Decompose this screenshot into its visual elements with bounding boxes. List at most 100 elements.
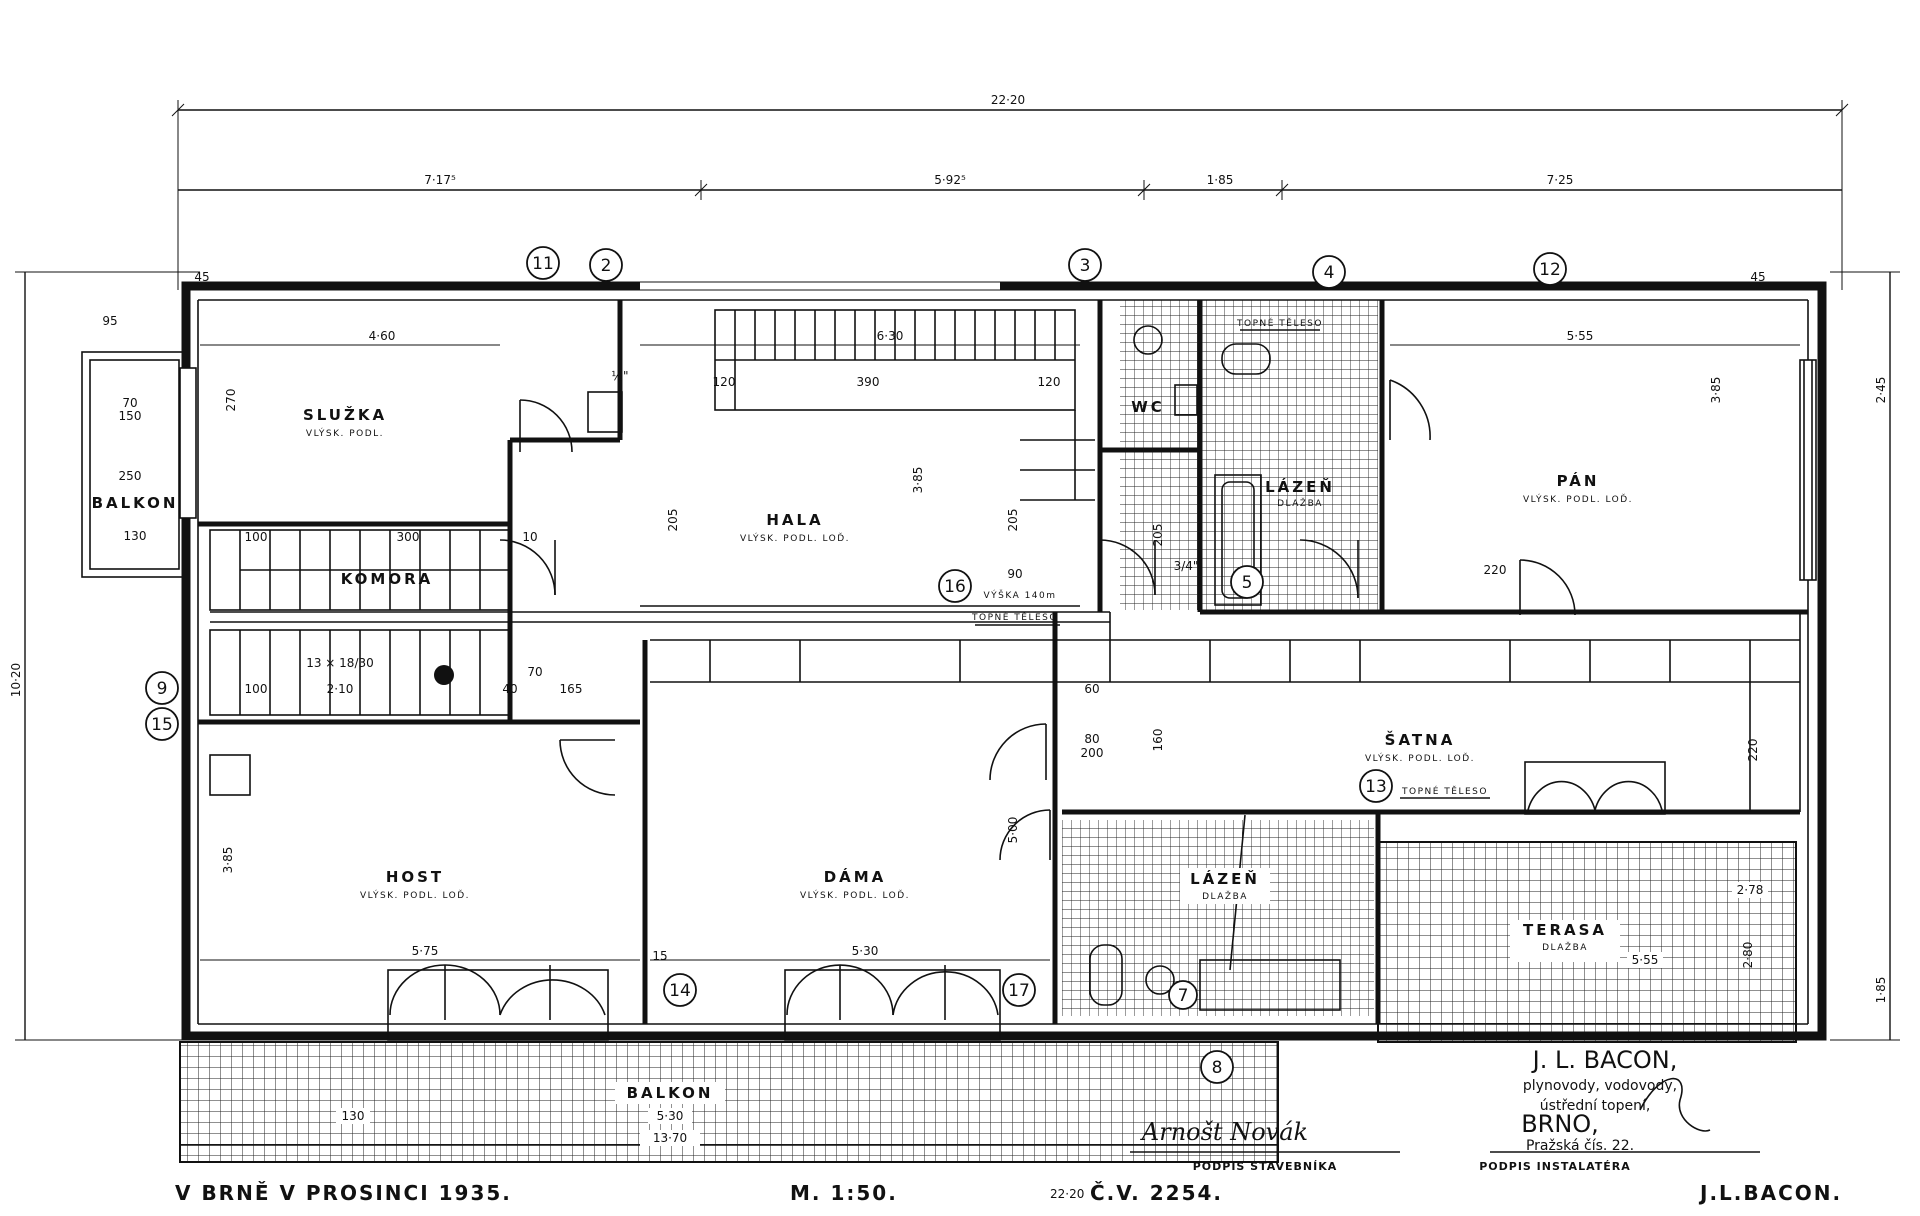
svg-text:5·55: 5·55 (1567, 329, 1594, 343)
svg-text:60: 60 (1084, 682, 1099, 696)
svg-text:6·30: 6·30 (877, 329, 904, 343)
svg-text:VLÝSK. PODL. LOĎ.: VLÝSK. PODL. LOĎ. (1365, 752, 1475, 764)
svg-text:VÝŠKA 140m: VÝŠKA 140m (983, 589, 1056, 601)
svg-text:13: 13 (1365, 777, 1387, 797)
bottom-balcony: BALKON 5·30 13·70 130 (179, 1041, 1279, 1163)
svg-text:130: 130 (342, 1109, 365, 1123)
svg-text:TOPNÉ TĚLESO: TOPNÉ TĚLESO (1401, 785, 1488, 797)
sign-builder-label: PODPIS STAVEBNÍKA (1193, 1160, 1338, 1173)
svg-text:13·70: 13·70 (653, 1131, 687, 1145)
marker-5: 5 (1230, 565, 1264, 599)
dim-right-b: 1·85 (1874, 977, 1888, 1004)
room-label-balkon-bottom: BALKON (627, 1084, 714, 1102)
svg-text:5·00: 5·00 (1006, 817, 1020, 844)
svg-text:95: 95 (102, 314, 117, 328)
room-label-lazen-bottom: LÁZEŇ (1190, 869, 1260, 888)
interior-dimensions: 4·60 6·30 390 120 120 5·55 5·75 5·30 300… (102, 270, 1800, 968)
place-date: V BRNĚ V PROSINCI 1935. (175, 1181, 512, 1205)
svg-text:17: 17 (1008, 981, 1030, 1001)
room-label-satna: ŠATNA (1385, 730, 1456, 749)
room-label-dama: DÁMA (824, 867, 887, 886)
room-label-pan: PÁN (1557, 471, 1600, 490)
doors (499, 379, 1576, 861)
marker-14: 14 (663, 973, 697, 1007)
svg-text:70: 70 (122, 396, 137, 410)
footer: V BRNĚ V PROSINCI 1935. M. 1:50. 22·20 Č… (175, 1181, 1840, 1205)
stamp-name: J. L. BACON, (1531, 1046, 1678, 1074)
marker-16: 16 (938, 569, 972, 603)
svg-text:12: 12 (1539, 260, 1561, 280)
svg-text:TOPNÉ TĚLESO: TOPNÉ TĚLESO (1236, 317, 1323, 329)
stamp-line2: ústřední topení, (1540, 1098, 1651, 1114)
svg-text:9: 9 (157, 679, 168, 699)
svg-text:160: 160 (1151, 729, 1165, 752)
svg-text:2: 2 (601, 256, 612, 276)
svg-text:VLÝSK. PODL. LOĎ.: VLÝSK. PODL. LOĎ. (740, 532, 850, 544)
svg-text:120: 120 (713, 375, 736, 389)
marker-9: 9 (145, 671, 179, 705)
interior-walls (198, 300, 1808, 1024)
svg-text:DLAŽBA: DLAŽBA (1202, 890, 1248, 902)
svg-text:5·55: 5·55 (1632, 953, 1659, 967)
builder-signature: Arnošt Novák (1140, 1118, 1308, 1146)
left-balcony: BALKON 130 (81, 351, 188, 578)
marker-11: 11 (526, 246, 560, 280)
svg-text:7: 7 (1178, 986, 1189, 1006)
svg-text:270: 270 (224, 389, 238, 412)
installer-stamp: J. L. BACON, plynovody, vodovody, ústřed… (1521, 1046, 1711, 1154)
dimension-lines-top: 22·20 7·17⁵ 5·92⁵ 1·85 7·25 (171, 93, 1849, 290)
svg-text:205: 205 (1151, 524, 1165, 547)
dim-overall: 22·20 (991, 93, 1025, 107)
room-label-wc: WC (1131, 398, 1165, 416)
marker-4: 4 (1312, 255, 1346, 289)
svg-text:150: 150 (119, 409, 142, 423)
svg-text:3·85: 3·85 (911, 467, 925, 494)
svg-text:5·30: 5·30 (852, 944, 879, 958)
svg-text:205: 205 (666, 509, 680, 532)
outer-walls (179, 281, 1827, 1041)
cv-number: Č.V. 2254. (1090, 1181, 1223, 1205)
svg-text:VLÝSK. PODL. LOĎ.: VLÝSK. PODL. LOĎ. (1523, 493, 1633, 505)
dim-height: 10·20 (9, 663, 23, 697)
tiled-floors (1062, 300, 1378, 1016)
svg-text:VLÝSK. PODL. LOĎ.: VLÝSK. PODL. LOĎ. (360, 889, 470, 901)
marker-17: 17 (1002, 973, 1036, 1007)
svg-text:220: 220 (1484, 563, 1507, 577)
signature-area: Arnošt Novák PODPIS STAVEBNÍKA PODPIS IN… (1130, 1118, 1760, 1173)
svg-text:16: 16 (944, 577, 966, 597)
dim-seg2: 5·92⁵ (934, 173, 966, 187)
svg-text:100: 100 (245, 682, 268, 696)
svg-text:14: 14 (669, 981, 691, 1001)
svg-text:130: 130 (124, 529, 147, 543)
installer-signature-scribble (1639, 1077, 1711, 1132)
marker-8: 8 (1200, 1050, 1234, 1084)
svg-text:300: 300 (397, 530, 420, 544)
svg-text:8: 8 (1212, 1058, 1223, 1078)
dim-seg1: 7·17⁵ (424, 173, 456, 187)
svg-text:120: 120 (1038, 375, 1061, 389)
marker-12: 12 (1533, 252, 1567, 286)
svg-text:220: 220 (1746, 739, 1760, 762)
svg-text:200: 200 (1081, 746, 1104, 760)
dimension-lines-side: 10·20 2·45 1·85 (9, 271, 1900, 1041)
svg-text:100: 100 (245, 530, 268, 544)
svg-text:2·10: 2·10 (327, 682, 354, 696)
svg-text:4·60: 4·60 (369, 329, 396, 343)
svg-text:80: 80 (1084, 732, 1099, 746)
svg-text:VLÝSK. PODL.: VLÝSK. PODL. (306, 427, 384, 439)
scale: M. 1:50. (790, 1181, 898, 1205)
dim-seg3: 1·85 (1207, 173, 1234, 187)
svg-text:5·30: 5·30 (657, 1109, 684, 1123)
stamp-city: BRNO, (1521, 1110, 1599, 1138)
dim-seg4: 7·25 (1547, 173, 1574, 187)
svg-text:VLÝSK. PODL. LOĎ.: VLÝSK. PODL. LOĎ. (800, 889, 910, 901)
room-label-host: HOST (386, 868, 444, 886)
room-label-balkon-left: BALKON (92, 494, 179, 512)
svg-text:205: 205 (1006, 509, 1020, 532)
sign-installer-label: PODPIS INSTALATÉRA (1479, 1160, 1631, 1173)
marker-7: 7 (1168, 980, 1198, 1010)
marker-2: 2 (589, 248, 623, 282)
svg-text:5·75: 5·75 (412, 944, 439, 958)
svg-text:2·78: 2·78 (1737, 883, 1764, 897)
